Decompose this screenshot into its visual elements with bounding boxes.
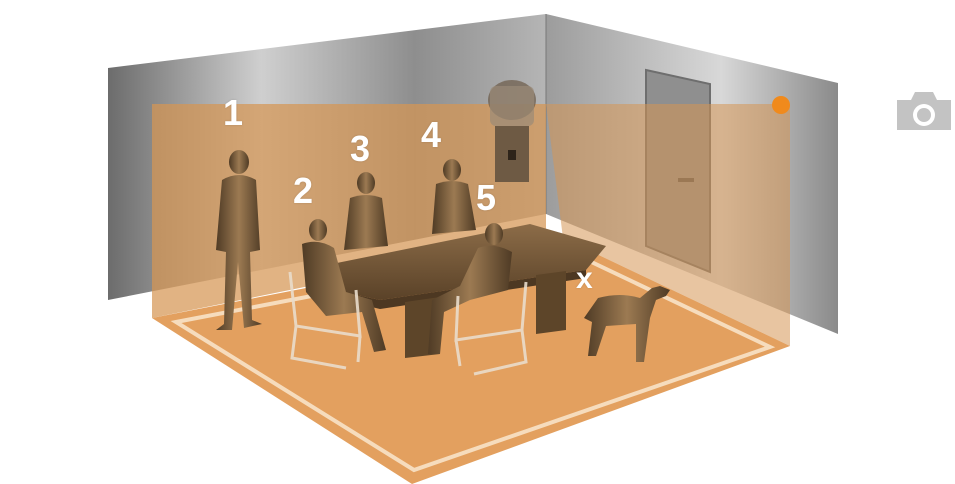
marker-x: x: [576, 264, 593, 294]
marker-1: 1: [223, 95, 243, 131]
marker-2: 2: [293, 173, 313, 209]
water-cooler: [488, 80, 536, 182]
marker-4: 4: [421, 117, 441, 153]
marker-5: 5: [476, 180, 496, 216]
marker-3: 3: [350, 131, 370, 167]
camera-icon[interactable]: [893, 86, 955, 134]
sensor-dot-icon: [772, 96, 790, 114]
